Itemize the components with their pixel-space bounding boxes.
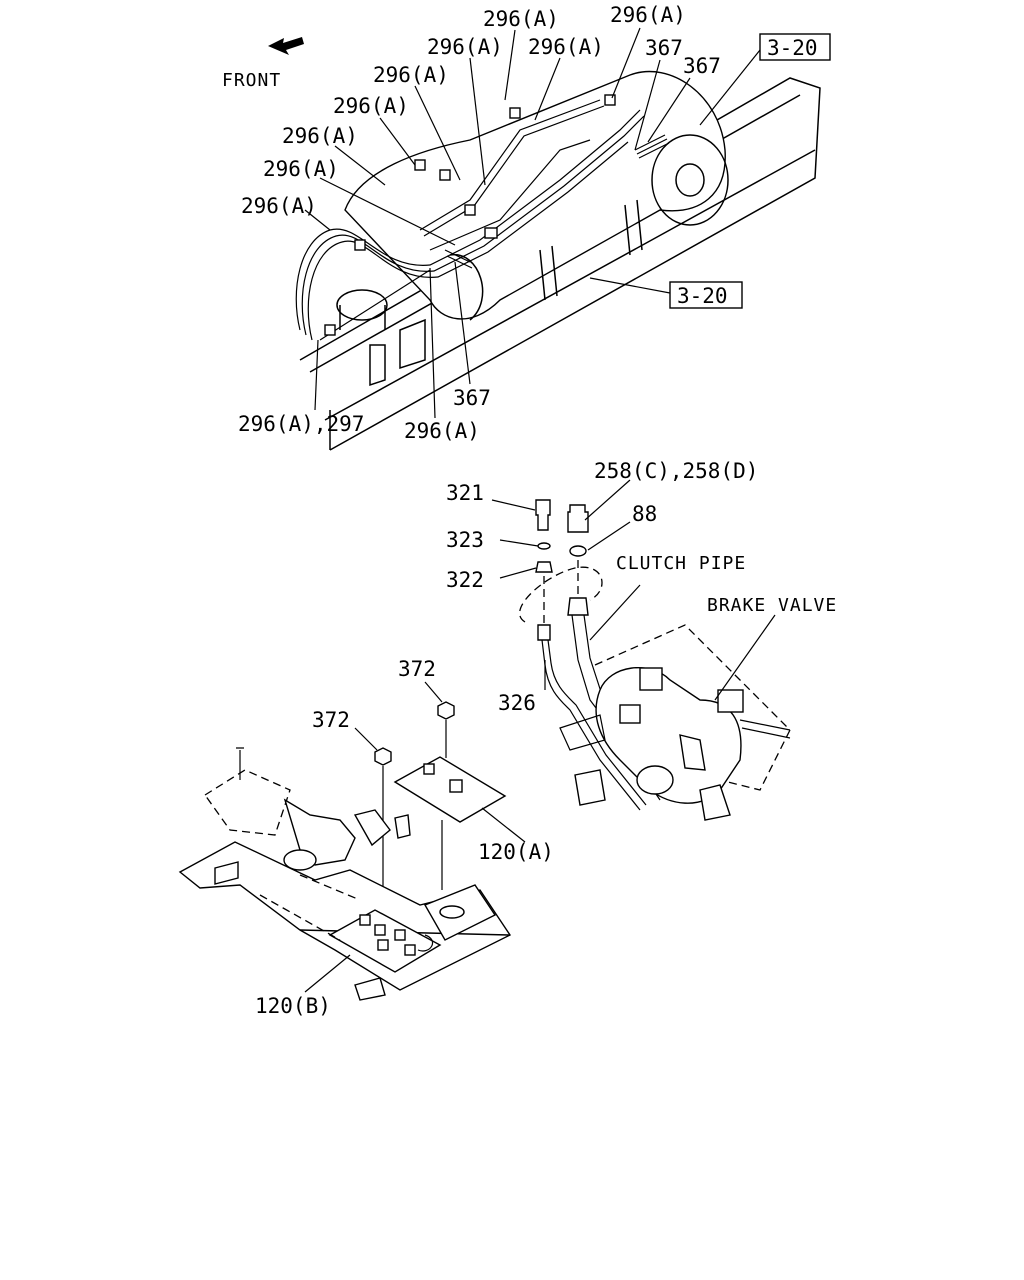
bracket-plate-assembly xyxy=(178,701,512,1001)
bottom-leaders xyxy=(304,681,526,993)
label-296a-3: 296(A) xyxy=(427,35,503,59)
brake-valve-label: BRAKE VALVE xyxy=(707,595,837,616)
ref-3-20-mid-label: 3-20 xyxy=(677,284,728,308)
label-367-a: 367 xyxy=(645,36,683,60)
label-296a-bottom: 296(A) xyxy=(404,419,480,443)
front-arrow-icon xyxy=(268,37,304,55)
label-372-a: 372 xyxy=(398,657,436,681)
label-296a-297: 296(A),297 xyxy=(238,412,364,436)
label-88: 88 xyxy=(632,502,657,526)
label-372-b: 372 xyxy=(312,708,350,732)
label-258: 258(C),258(D) xyxy=(594,459,758,483)
label-120b: 120(B) xyxy=(255,994,331,1018)
middle-leaders xyxy=(491,479,776,701)
label-322: 322 xyxy=(446,568,484,592)
front-label: FRONT xyxy=(222,70,281,91)
label-296a-8: 296(A) xyxy=(263,157,339,181)
label-296a-7: 296(A) xyxy=(282,124,358,148)
ref-box-3-20-top[interactable]: 3-20 xyxy=(759,33,831,61)
fuel-tank-frame-assembly xyxy=(295,70,821,451)
label-296a-6: 296(A) xyxy=(333,94,409,118)
ref-3-20-top-label: 3-20 xyxy=(767,36,818,60)
label-296a-9: 296(A) xyxy=(241,194,317,218)
label-321: 321 xyxy=(446,481,484,505)
label-296a-4: 296(A) xyxy=(528,35,604,59)
label-323: 323 xyxy=(446,528,484,552)
brake-valve-assembly xyxy=(518,499,791,821)
label-326: 326 xyxy=(498,691,536,715)
label-367-c: 367 xyxy=(453,386,491,410)
label-296a-1: 296(A) xyxy=(483,7,559,31)
label-367-b: 367 xyxy=(683,54,721,78)
label-296a-5: 296(A) xyxy=(373,63,449,87)
clutch-pipe-label: CLUTCH PIPE xyxy=(616,553,746,574)
top-leaders xyxy=(304,27,761,419)
ref-box-3-20-mid[interactable]: 3-20 xyxy=(669,281,743,309)
label-120a: 120(A) xyxy=(478,840,554,864)
label-296a-2: 296(A) xyxy=(610,3,686,27)
